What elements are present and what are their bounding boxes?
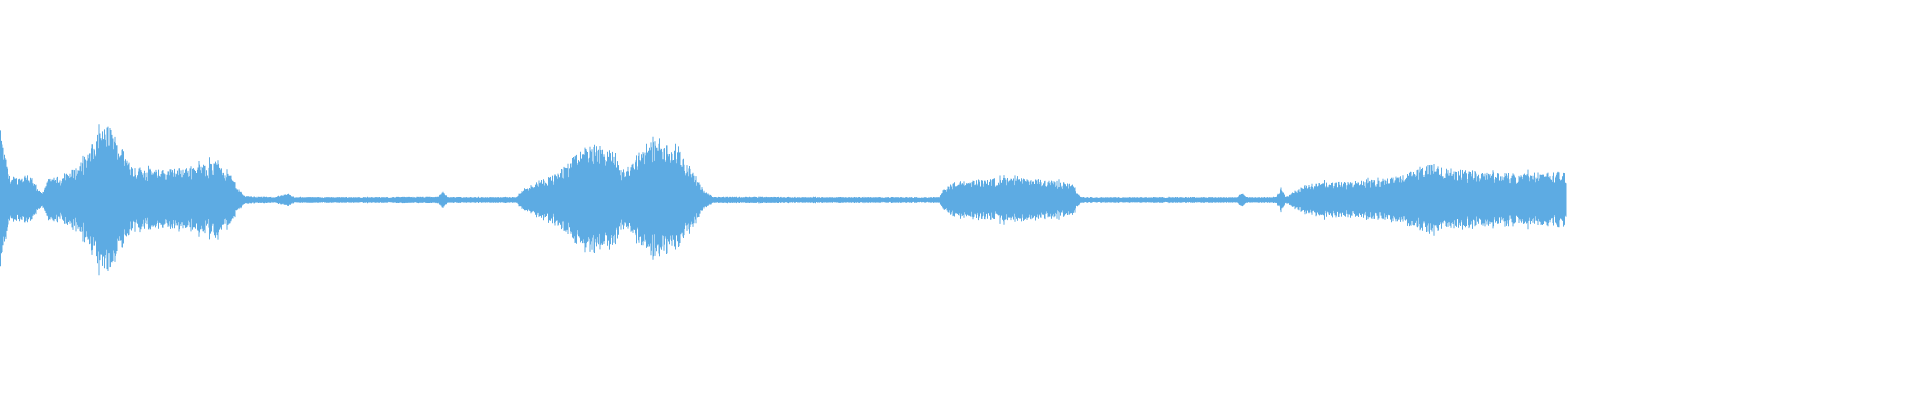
waveform-path <box>0 124 1567 276</box>
